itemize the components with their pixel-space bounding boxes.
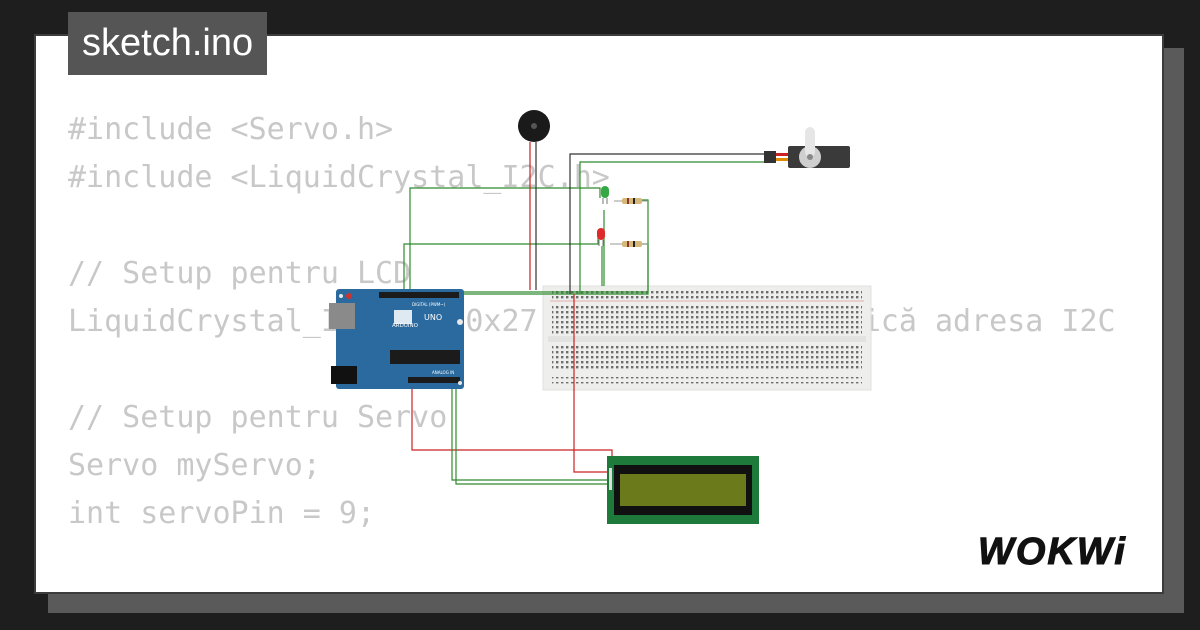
breadboard[interactable] xyxy=(542,285,872,391)
resistor[interactable] xyxy=(614,198,648,204)
green-led[interactable] xyxy=(601,186,609,204)
sketch-title[interactable]: sketch.ino xyxy=(68,12,268,75)
board-analog-label: ANALOG IN xyxy=(432,370,454,375)
board-brand: ARDUINO xyxy=(392,323,419,329)
wokwi-logo: WOKWi xyxy=(978,531,1127,574)
arduino-uno-board[interactable]: ARDUINO UNO DIGITAL (PWM~) ANALOG IN xyxy=(329,289,464,389)
board-model: UNO xyxy=(424,313,442,322)
resistor[interactable] xyxy=(610,241,648,247)
lcd-i2c-display[interactable] xyxy=(607,456,759,524)
code-line: #include <LiquidCrystal_I2C.h> xyxy=(68,160,610,195)
brand-name: WOKWi xyxy=(978,531,1127,573)
board-digital-label: DIGITAL (PWM~) xyxy=(412,302,446,307)
code-line: // Setup pentru LCD xyxy=(68,256,412,291)
code-line: // Setup pentru Servo xyxy=(68,400,448,435)
code-line: Servo myServo; xyxy=(68,448,321,483)
code-line: int servoPin = 9; xyxy=(68,496,376,531)
servo-motor[interactable] xyxy=(764,127,850,168)
buzzer[interactable] xyxy=(518,110,550,142)
code-line: #include <Servo.h> xyxy=(68,112,394,147)
red-led[interactable] xyxy=(597,228,605,246)
